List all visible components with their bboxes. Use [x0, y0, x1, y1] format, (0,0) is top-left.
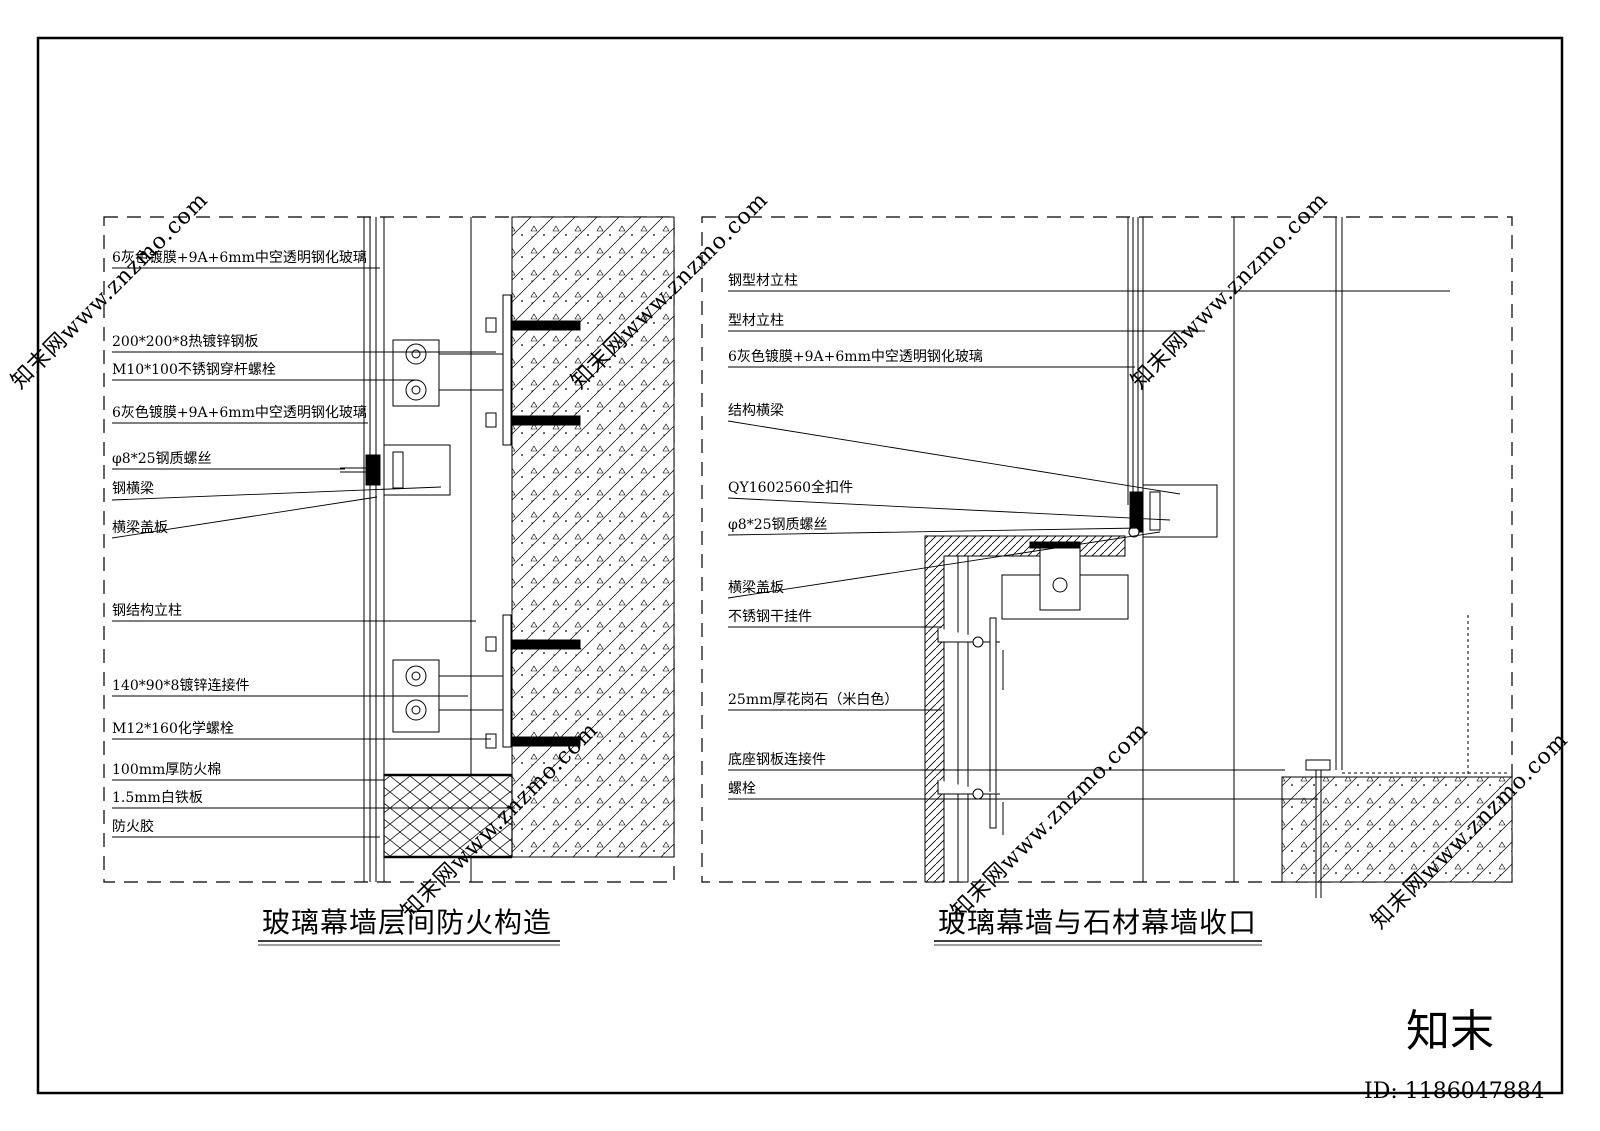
left-label-7: 横梁盖板	[112, 520, 168, 536]
left-labels: 6灰色镀膜+9A+6mm中空透明钢化玻璃 200*200*8热镀锌钢板 M10*…	[112, 249, 367, 835]
right-detail: 钢型材立柱 型材立柱 6灰色镀膜+9A+6mm中空透明钢化玻璃 结构横梁 QY1…	[701, 216, 1513, 946]
left-label-10: M12*160化学螺栓	[112, 721, 234, 737]
right-label-6: φ8*25钢质螺丝	[728, 517, 828, 533]
right-label-11: 螺栓	[728, 781, 756, 797]
watermark-layer: 知末网www.znzmo.com 知末网www.znzmo.com 知末网www…	[7, 188, 1574, 1104]
right-label-3: 6灰色镀膜+9A+6mm中空透明钢化玻璃	[728, 348, 983, 365]
right-stone-return	[924, 535, 1129, 883]
left-label-2: 200*200*8热镀锌钢板	[112, 333, 258, 350]
left-label-4: 6灰色镀膜+9A+6mm中空透明钢化玻璃	[112, 404, 367, 421]
left-label-13: 防火胶	[112, 818, 154, 835]
right-label-10: 底座钢板连接件	[728, 751, 826, 768]
right-leader-lines	[727, 290, 1450, 800]
right-base-concrete	[1281, 776, 1513, 883]
right-frame	[701, 216, 1513, 883]
left-upper-anchor	[392, 294, 581, 446]
left-label-1: 6灰色镀膜+9A+6mm中空透明钢化玻璃	[112, 249, 367, 266]
right-label-9: 25mm厚花岗石（米白色）	[728, 691, 898, 708]
right-anchor-bolt	[1305, 615, 1510, 898]
right-label-1: 钢型材立柱	[728, 273, 798, 289]
right-label-7: 横梁盖板	[728, 580, 784, 596]
right-label-8: 不锈钢干挂件	[728, 609, 812, 625]
left-label-9: 140*90*8镀锌连接件	[112, 677, 249, 694]
right-detail-title: 玻璃幕墙与石材幕墙收口	[938, 906, 1257, 939]
right-glass-lines	[1127, 217, 1343, 882]
right-labels: 钢型材立柱 型材立柱 6灰色镀膜+9A+6mm中空透明钢化玻璃 结构横梁 QY1…	[728, 273, 983, 797]
left-label-5: φ8*25钢质螺丝	[112, 451, 212, 467]
left-detail: 6灰色镀膜+9A+6mm中空透明钢化玻璃 200*200*8热镀锌钢板 M10*…	[103, 216, 675, 946]
left-label-6: 钢横梁	[112, 481, 154, 497]
right-label-5: QY1602560全扣件	[728, 479, 853, 496]
right-label-2: 型材立柱	[728, 313, 784, 329]
right-label-4: 结构横梁	[728, 403, 784, 419]
watermark-text-5: 知末网www.znzmo.com	[947, 718, 1154, 925]
watermark-brand: 知末	[1406, 1006, 1494, 1057]
left-leader-lines	[111, 267, 515, 838]
left-fire-insulation	[383, 774, 513, 858]
left-label-12: 1.5mm白铁板	[112, 790, 203, 806]
watermark-image-id: ID: 1186047884	[1364, 1079, 1545, 1104]
left-label-8: 钢结构立柱	[112, 603, 182, 619]
right-dry-hangers	[937, 617, 1004, 835]
left-detail-title: 玻璃幕墙层间防火构造	[262, 906, 552, 939]
right-transom	[1128, 484, 1218, 538]
left-label-11: 100mm厚防火棉	[112, 761, 221, 778]
left-glass-lines	[363, 217, 472, 882]
sheet-border	[36, 36, 1564, 1095]
left-label-3: M10*100不锈钢穿杆螺栓	[112, 362, 276, 378]
